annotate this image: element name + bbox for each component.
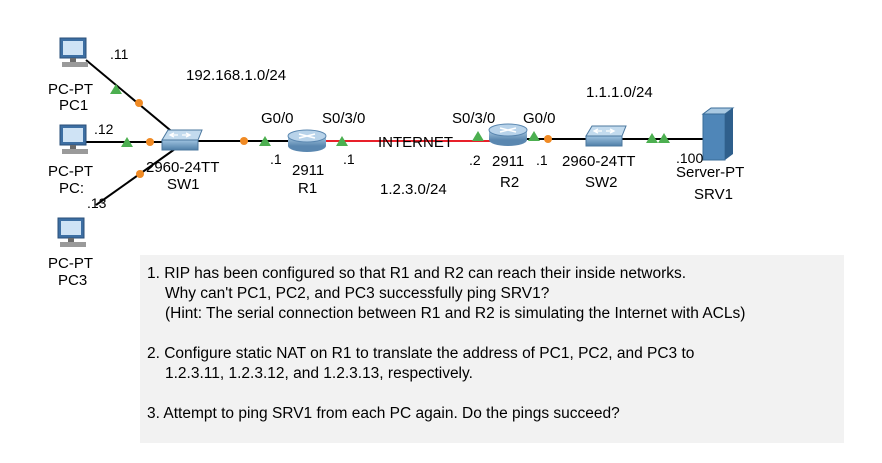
sw1-model: 2960-24TT bbox=[146, 159, 219, 176]
r1-name: R1 bbox=[298, 180, 317, 197]
router-icon bbox=[287, 129, 327, 152]
r1-device[interactable] bbox=[287, 129, 327, 152]
pc3-name: PC3 bbox=[58, 272, 87, 289]
pc2-device[interactable] bbox=[59, 124, 88, 154]
pc3-ip: .13 bbox=[87, 195, 107, 211]
r2-device[interactable] bbox=[488, 123, 528, 146]
pc-icon bbox=[59, 124, 88, 154]
up-triangle-icon bbox=[658, 133, 670, 143]
server-icon bbox=[701, 107, 735, 161]
router-icon bbox=[488, 123, 528, 146]
pc-icon bbox=[59, 37, 88, 67]
r1-s0-ip: .1 bbox=[343, 151, 355, 167]
sw1-name: SW1 bbox=[167, 176, 200, 193]
sw2-model: 2960-24TT bbox=[562, 153, 635, 170]
pc1-device[interactable] bbox=[59, 37, 88, 67]
up-triangle-icon bbox=[110, 84, 122, 94]
network-inside: 192.168.1.0/24 bbox=[186, 67, 286, 84]
instruction-step-3: 3. Attempt to ping SRV1 from each PC aga… bbox=[147, 404, 844, 424]
r2-model: 2911 bbox=[492, 153, 524, 170]
instruction-line: 2. Configure static NAT on R1 to transla… bbox=[147, 345, 695, 362]
pc3-device[interactable] bbox=[57, 217, 86, 247]
internet-label: INTERNET bbox=[378, 134, 453, 151]
up-triangle-icon bbox=[528, 131, 540, 141]
pc2-name: PC: bbox=[59, 180, 84, 197]
r2-s0-ip: .2 bbox=[469, 152, 481, 168]
pc1-ip: .11 bbox=[110, 46, 129, 62]
srv1-ip: .100 bbox=[676, 150, 703, 166]
orange-dot-icon bbox=[240, 137, 248, 145]
pc3-type: PC-PT bbox=[48, 255, 93, 272]
instruction-line: 3. Attempt to ping SRV1 from each PC aga… bbox=[147, 405, 620, 422]
instruction-step-2: 2. Configure static NAT on R1 to transla… bbox=[147, 344, 844, 384]
sw2-device[interactable] bbox=[585, 125, 627, 147]
srv1-device[interactable] bbox=[701, 107, 735, 161]
r1-s0-label: S0/3/0 bbox=[322, 110, 365, 127]
r1-g0-label: G0/0 bbox=[261, 110, 294, 127]
up-triangle-icon bbox=[336, 136, 348, 146]
up-triangle-icon bbox=[472, 131, 484, 141]
pc1-type: PC-PT bbox=[48, 81, 93, 98]
pc2-ip: .12 bbox=[94, 121, 114, 137]
r2-g0-label: G0/0 bbox=[523, 110, 556, 127]
srv1-type: Server-PT bbox=[676, 164, 744, 181]
link-pc1-sw1 bbox=[85, 59, 183, 141]
up-triangle-icon bbox=[259, 136, 271, 146]
instruction-line: 1.2.3.11, 1.2.3.12, and 1.2.3.13, respec… bbox=[165, 365, 473, 382]
up-triangle-icon bbox=[646, 133, 658, 143]
network-serial: 1.2.3.0/24 bbox=[380, 181, 447, 198]
pc-icon bbox=[57, 217, 86, 247]
r1-g0-ip: .1 bbox=[270, 151, 282, 167]
r1-model: 2911 bbox=[292, 162, 324, 179]
pc1-name: PC1 bbox=[59, 97, 88, 114]
sw2-name: SW2 bbox=[585, 174, 618, 191]
r2-g0-ip: .1 bbox=[536, 152, 548, 168]
instruction-line: 1. RIP has been configured so that R1 an… bbox=[147, 265, 687, 282]
orange-dot-icon bbox=[146, 138, 154, 146]
r2-s0-label: S0/3/0 bbox=[452, 110, 495, 127]
instruction-step-1: 1. RIP has been configured so that R1 an… bbox=[147, 264, 844, 324]
orange-dot-icon bbox=[136, 170, 144, 178]
instructions-panel: 1. RIP has been configured so that R1 an… bbox=[140, 255, 844, 443]
pc2-type: PC-PT bbox=[48, 163, 93, 180]
orange-dot-icon bbox=[544, 135, 552, 143]
instruction-line: Why can't PC1, PC2, and PC3 successfully… bbox=[165, 285, 550, 302]
link-status-markers bbox=[110, 84, 670, 178]
network-server: 1.1.1.0/24 bbox=[586, 84, 653, 101]
orange-dot-icon bbox=[135, 99, 143, 107]
up-triangle-icon bbox=[121, 137, 133, 147]
instruction-line: (Hint: The serial connection between R1 … bbox=[165, 305, 746, 322]
srv1-name: SRV1 bbox=[694, 186, 733, 203]
switch-icon bbox=[585, 125, 627, 147]
sw1-device[interactable] bbox=[161, 129, 203, 151]
switch-icon bbox=[161, 129, 203, 151]
r2-name: R2 bbox=[500, 174, 519, 191]
